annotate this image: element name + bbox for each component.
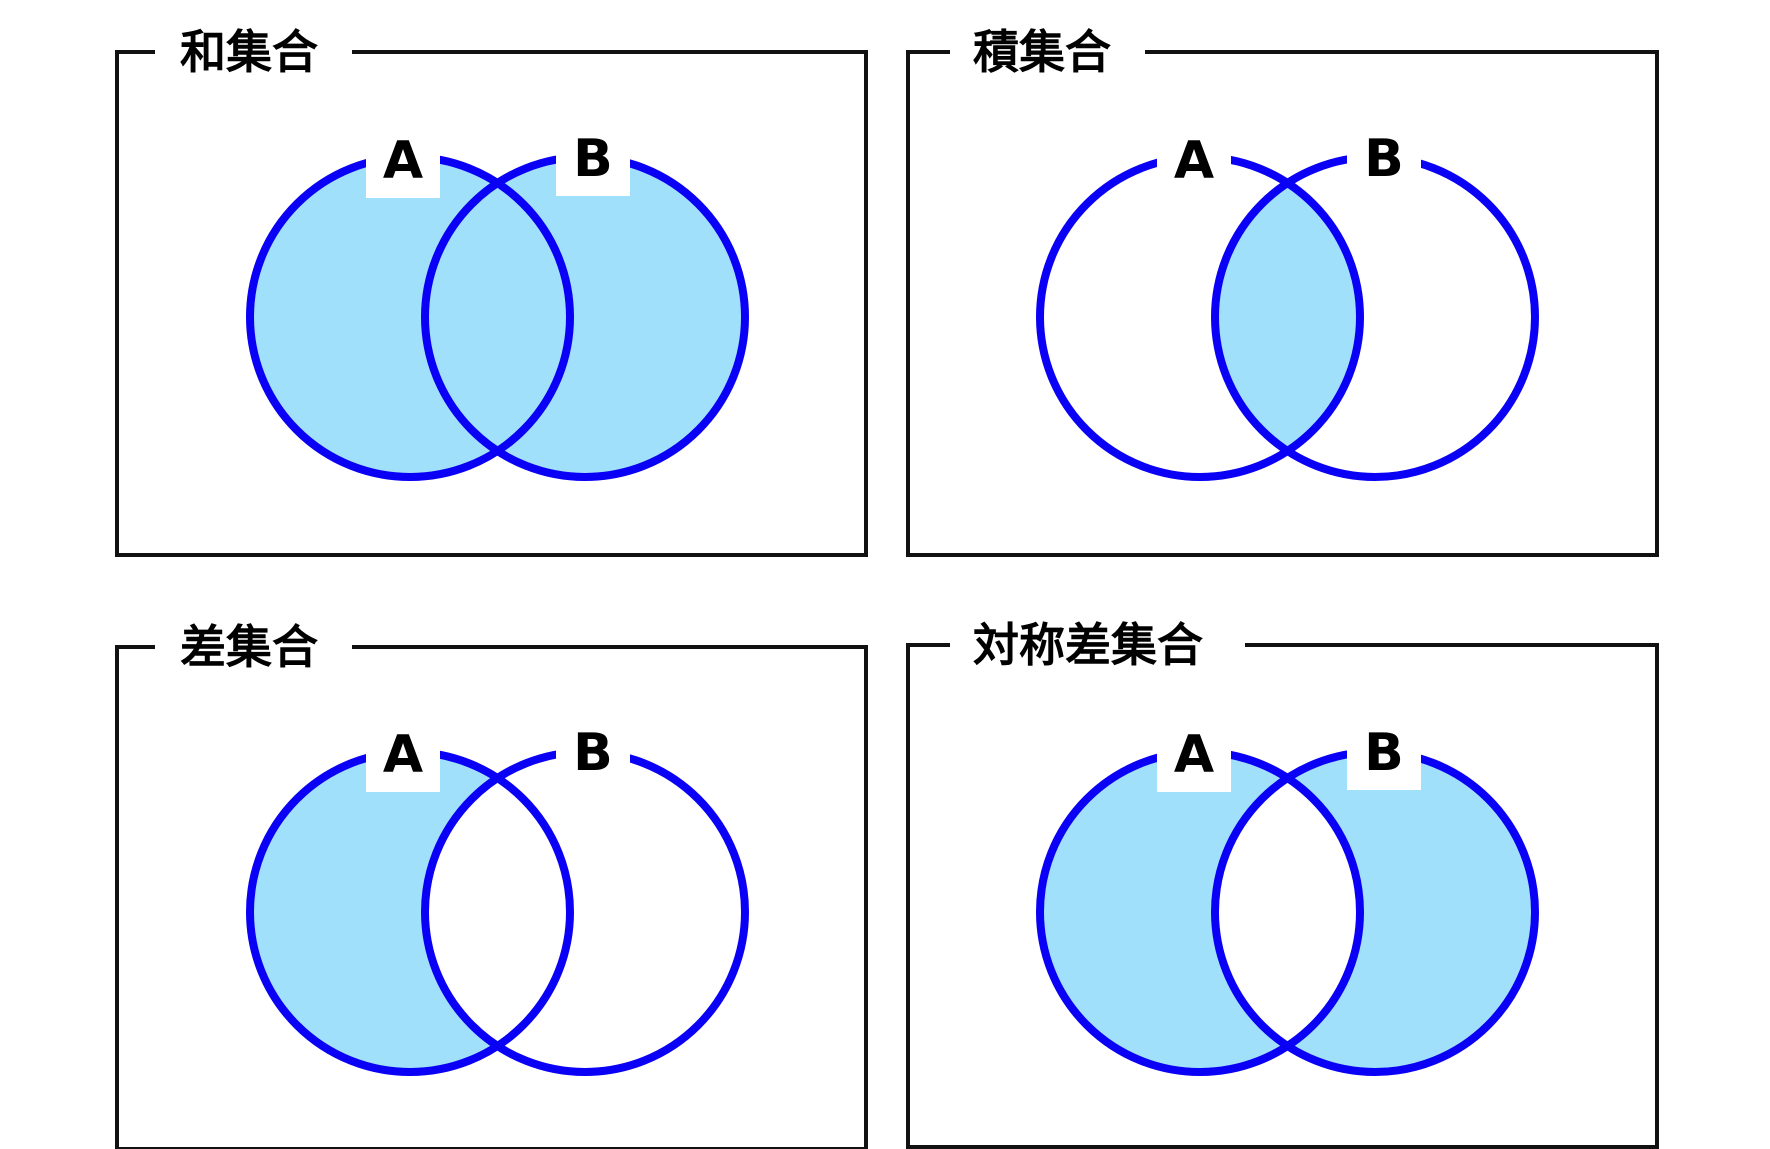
shaded-region: [250, 157, 745, 477]
panel-frame: [906, 50, 1659, 557]
panel-frame: [115, 645, 868, 1149]
panel-symmetric-difference: 対称差集合 A B: [906, 618, 1659, 1149]
panel-title: 積集合: [973, 25, 1111, 79]
panel-title: 差集合: [180, 620, 318, 674]
panel-frame: [115, 50, 868, 557]
set-a-label: A: [1174, 725, 1214, 785]
set-a-label: A: [383, 131, 423, 191]
panel-frame: [906, 643, 1659, 1149]
panel-title: 対称差集合: [973, 618, 1203, 672]
panel-title: 和集合: [180, 25, 318, 79]
set-b-label: B: [1364, 129, 1404, 189]
set-b-label: B: [1364, 723, 1404, 783]
shaded-region: [250, 752, 570, 1072]
panel-difference: 差集合 A B: [115, 620, 868, 1149]
set-b-label: B: [573, 129, 613, 189]
shaded-region: [1215, 157, 1360, 477]
panel-intersection: 積集合 A B: [906, 25, 1659, 557]
set-b-label: B: [573, 723, 613, 783]
set-a-label: A: [1174, 131, 1214, 191]
set-a-label: A: [383, 725, 423, 785]
panel-union: 和集合 A B: [115, 25, 868, 557]
shaded-region: [1040, 752, 1535, 1072]
